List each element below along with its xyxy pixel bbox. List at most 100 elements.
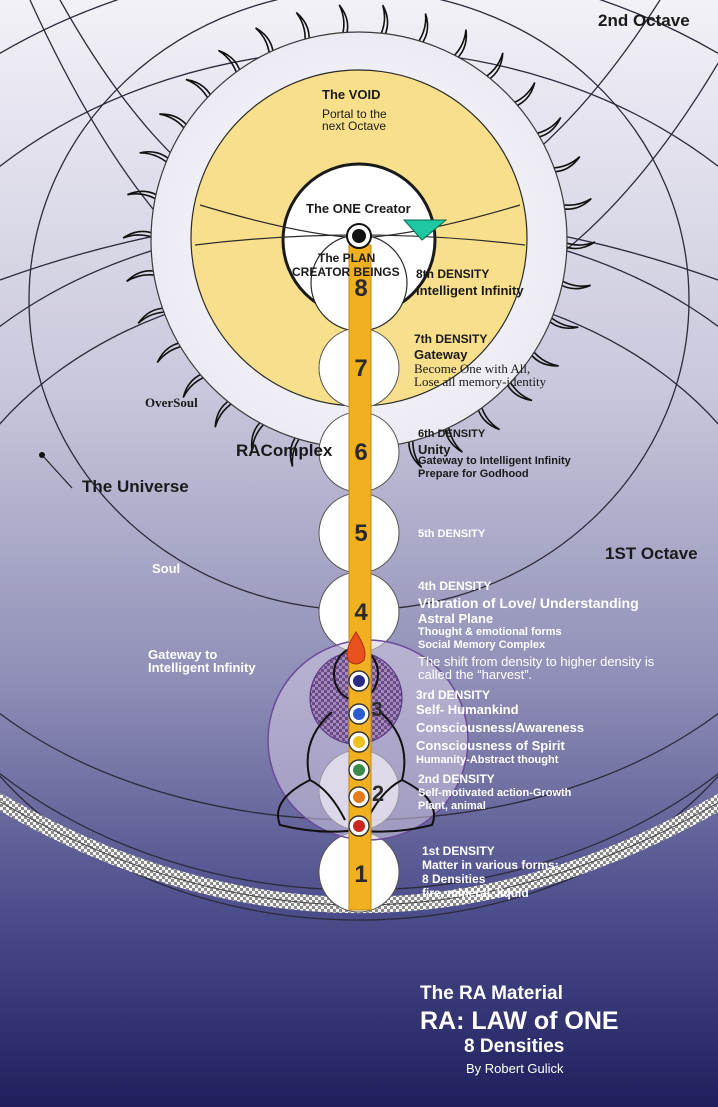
sun-rays [122,4,596,476]
footer-line3: 8 Densities [464,1036,565,1057]
d3-line3: Consciousness of Spirit [416,738,565,753]
sun-ray [295,11,310,48]
sun-ray [289,430,305,467]
sun-ray [139,151,175,169]
label-void-sub1: Portal to the [322,107,387,121]
label-creator-beings: CREATOR BEINGS [292,265,400,279]
sun-ray [475,399,501,431]
d8-title: 8th DENSITY [416,267,490,281]
label-plan: The PLAN [318,251,376,265]
sun-ray [526,344,559,367]
sun-ray [503,374,533,402]
d4-line1: Vibration of Love/ Understanding [418,595,639,611]
d2-line1: Self-motivated action-Growth [418,787,572,799]
sun-ray [545,156,581,173]
chakra-heart [353,764,365,776]
d6-title: 6th DENSITY [418,428,486,440]
d6-line2: Gateway to Intelligent Infinity [418,455,571,467]
sun-ray [408,432,423,469]
density-number-6: 6 [354,439,368,466]
density-column [348,244,372,911]
sun-ray [479,52,504,84]
d7-line2: Become One with All, [414,361,531,376]
d2-line2: Plant, animal [418,800,486,812]
label-void-sub: Portal to the next Octave [322,108,387,132]
universe-pointer [41,454,73,489]
teal-triangle [402,219,448,241]
footer-line2: RA: LAW of ONE [420,1007,619,1035]
density-number-8: 8 [354,275,368,302]
d4-line2: Astral Plane [418,611,494,626]
density-number-7: 7 [354,355,368,382]
label-racomplex: RAComplex [236,441,333,460]
d4-line6: called the “harvest”. [418,667,533,682]
sun-ray [555,197,592,210]
sun-ray [127,190,164,204]
chakra-root [353,820,365,832]
sun-ray [554,276,591,290]
density-number-2: 2 [371,781,385,806]
sun-ray [447,29,468,64]
d4-line3: Thought & emotional forms [418,626,562,638]
d1-line1: Matter in various forms: [422,858,559,872]
d7-line1: Gateway [414,347,468,362]
sun-ray [185,78,215,106]
d8-line1: Intelligent Infinity [416,283,524,298]
d4-title: 4th DENSITY [418,579,492,593]
label-oversoul: OverSoul [145,395,198,410]
d6-line3: Prepare for Godhood [418,468,529,480]
sun-ray [137,307,173,324]
d1-line3: fire, mineral, liquid [422,886,529,900]
sun-ray [543,311,579,329]
density-number-3: 3 [371,699,383,721]
d1-line2: 8 Densities [422,872,486,886]
chakra-sacral [353,791,365,803]
sun-ray [558,239,596,250]
sun-ray [156,341,190,364]
label-one-creator: The ONE Creator [306,201,411,216]
sun-ray [250,416,271,451]
label-gateway-title: Gateway to [148,647,218,662]
sun-ray [255,27,275,61]
sun-ray [122,230,160,241]
d1-title: 1st DENSITY [422,844,495,858]
creator-point-core [352,229,366,243]
sun-ray [413,13,429,50]
sun-ray [217,49,243,81]
sun-ray [506,82,536,109]
d7-title: 7th DENSITY [414,332,488,346]
d4-line4: Social Memory Complex [418,639,546,651]
sun-ray [214,396,239,428]
sun-ray [338,4,349,42]
sun-ray [126,270,163,283]
sun-ray [159,113,192,136]
density-number-1: 1 [354,861,368,888]
sun-ray [528,116,562,139]
crown-flame [346,631,366,665]
chakra-heart-upper [353,736,365,748]
d6-line1: Unity [418,442,451,457]
chakra-brow [353,675,365,687]
label-soul: Soul [152,561,181,576]
label-universe: The Universe [82,477,189,496]
d5-title: 5th DENSITY [418,528,486,540]
footer-line1: The RA Material [420,983,563,1004]
sun-ray [443,419,463,453]
label-gateway-sub: Intelligent Infinity [148,660,256,675]
universe-pointer-dot [39,452,45,458]
label-gateway: Gateway to Intelligent Infinity [148,648,256,674]
d3-title: 3rd DENSITY [416,688,491,702]
d7-line3: Lose all memory-identity [414,374,547,389]
d3-line1: Self- Humankind [416,702,519,717]
density-number-5: 5 [354,520,368,547]
d3-line4: Humanity-Abstract thought [416,754,559,766]
chakra-throat [353,708,365,720]
d4-line5: The shift from density to higher density… [418,654,655,669]
label-1st-octave: 1ST Octave [605,544,698,563]
footer-line4: By Robert Gulick [466,1061,564,1076]
label-void-sub2: next Octave [322,119,387,133]
chakra-points [348,670,370,837]
sun-ray [182,371,212,398]
